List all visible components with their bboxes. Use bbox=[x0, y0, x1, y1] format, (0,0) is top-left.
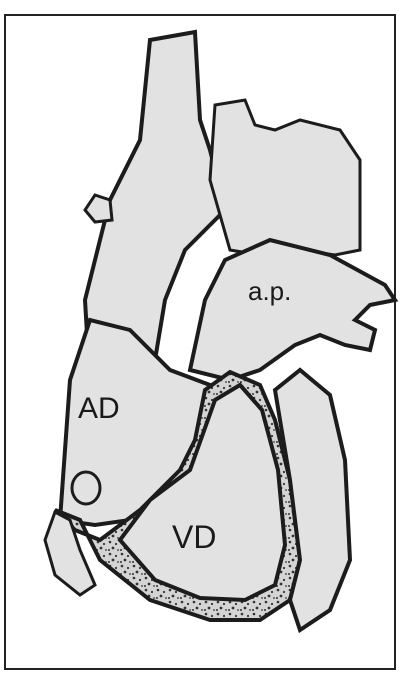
label-pulmonary-artery: a.p. bbox=[248, 276, 291, 306]
label-right-atrium: AD bbox=[78, 392, 120, 425]
coronary-sinus-oval bbox=[72, 472, 100, 504]
aorta bbox=[210, 100, 360, 255]
auricle-bump bbox=[85, 195, 112, 222]
pulmonary-artery bbox=[190, 240, 395, 380]
label-right-ventricle: VD bbox=[172, 519, 216, 555]
